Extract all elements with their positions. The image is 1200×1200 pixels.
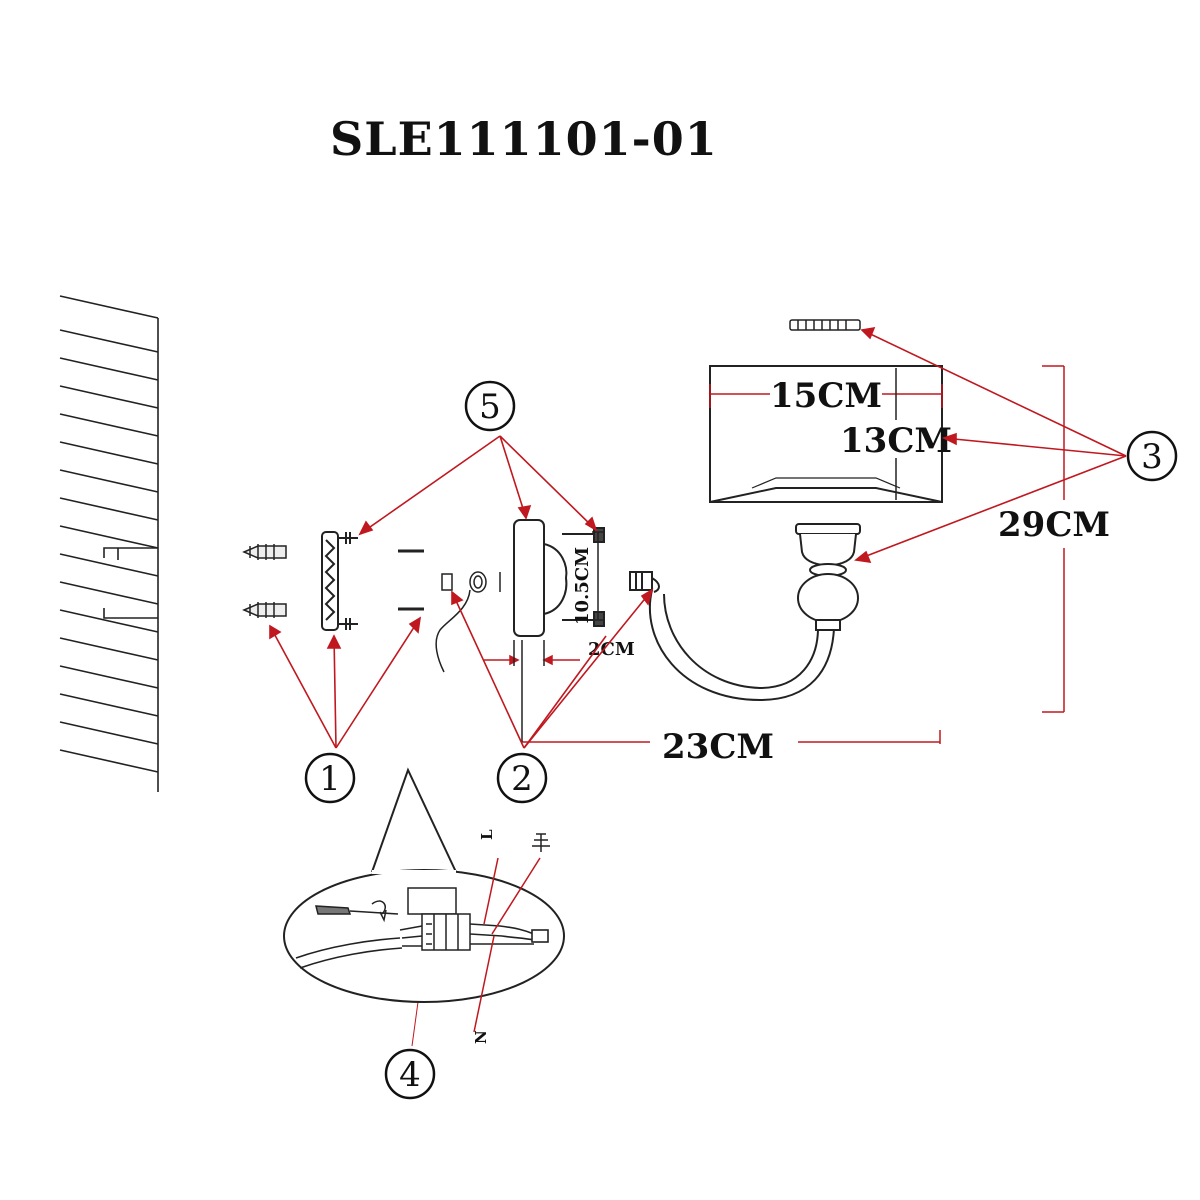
svg-text:4: 4 (399, 1055, 421, 1095)
projection-dimension-line (521, 640, 941, 744)
callout-3: 3 (1126, 430, 1178, 482)
supply-cable (295, 923, 549, 969)
wiring-terminal-block (407, 887, 471, 951)
terminal-block (435, 571, 501, 673)
finial-cap (789, 319, 861, 331)
wire-leaders (473, 857, 541, 1033)
shade-dimension-lines (709, 368, 943, 500)
neutral-wire-label: N (472, 1030, 490, 1044)
callout-4: 4 (384, 1048, 436, 1100)
callout-1: 1 (304, 752, 356, 804)
callout-5: 5 (464, 380, 516, 432)
svg-text:1: 1 (319, 759, 341, 799)
leader-lines (269, 326, 1127, 1047)
lamp-socket (795, 523, 861, 631)
screwdriver-icon (315, 900, 399, 923)
shade-height-label: 13CM (840, 421, 952, 461)
callout-2: 2 (496, 752, 548, 804)
lampshade (709, 365, 943, 503)
wall-anchor-bottom (242, 602, 287, 618)
live-wire-label: L (478, 829, 496, 840)
svg-text:2: 2 (511, 759, 533, 799)
wall-anchor-top (242, 544, 287, 560)
model-title: SLE111101-01 (330, 112, 718, 166)
svg-text:3: 3 (1141, 437, 1163, 477)
wall-screws (398, 549, 424, 611)
plate-height-label: 10.5CM (572, 547, 593, 625)
lamp-arm (629, 571, 835, 702)
plate-depth-arrows (484, 640, 580, 666)
plate-depth-label: 2CM (588, 639, 635, 660)
svg-text:5: 5 (479, 387, 501, 427)
base-plate (513, 519, 605, 637)
mounting-bracket (321, 531, 358, 631)
plate-height-dimension-line (592, 531, 604, 621)
total-height-dimension-line (1042, 365, 1065, 713)
wall-hatching (59, 295, 159, 792)
projection-label: 23CM (662, 727, 774, 767)
shade-width-label: 15CM (770, 376, 882, 416)
total-height-label: 29CM (998, 505, 1110, 545)
earth-symbol-icon (532, 833, 550, 852)
